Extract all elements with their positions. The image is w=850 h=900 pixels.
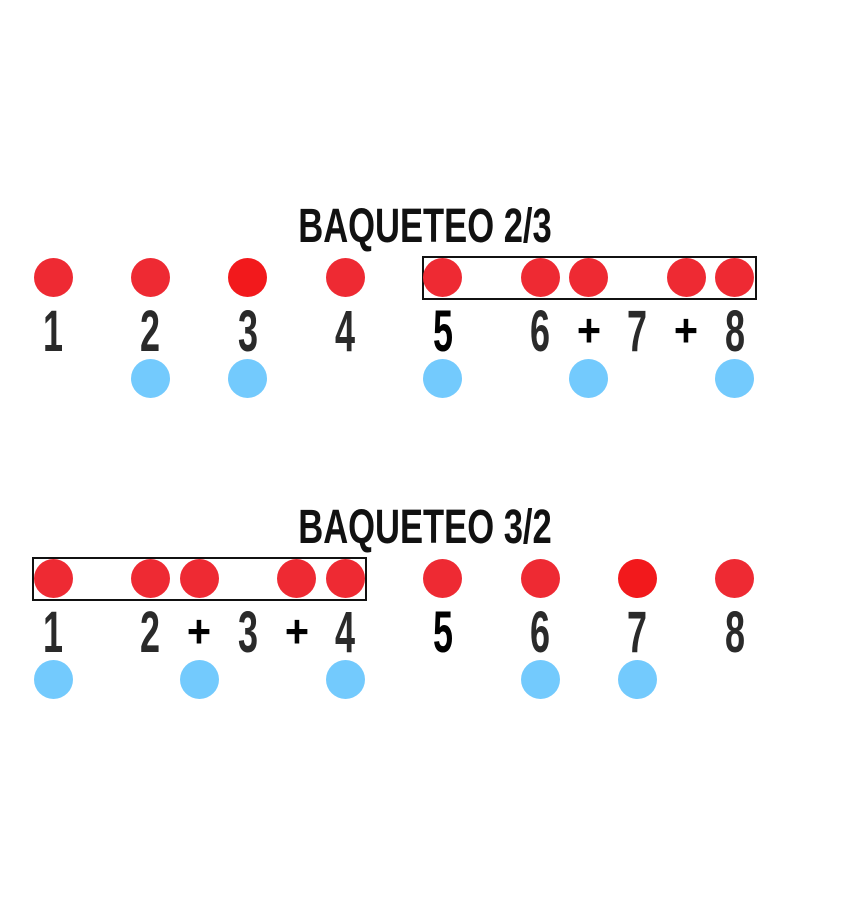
top-stroke-dot — [715, 559, 755, 598]
top-stroke-dot — [520, 559, 560, 598]
clave-box — [421, 256, 757, 300]
beat-number: 7 — [627, 600, 648, 665]
beat-number: 2 — [140, 299, 161, 364]
top-stroke-dot — [666, 258, 706, 297]
top-stroke-dot — [277, 559, 316, 598]
and-count: + — [576, 304, 601, 356]
top-stroke-dot — [617, 559, 657, 598]
bottom-stroke-dot — [423, 359, 463, 398]
bottom-stroke-dot — [715, 359, 755, 398]
top-stroke-dot — [130, 559, 170, 598]
beat-number: 8 — [724, 600, 745, 665]
bottom-stroke-dot — [520, 660, 560, 699]
beat-number: 6 — [529, 299, 550, 364]
bottom-stroke-dot — [33, 660, 73, 699]
beat-number: 4 — [335, 600, 356, 665]
bottom-stroke-dot — [179, 660, 219, 699]
beat-number: 8 — [724, 299, 745, 364]
beat-number: 4 — [335, 299, 356, 364]
and-count: + — [284, 605, 309, 657]
top-stroke-dot — [33, 258, 73, 297]
top-stroke-dot — [520, 258, 560, 297]
top-stroke-dot — [33, 559, 73, 598]
beat-number: 2 — [140, 600, 161, 665]
and-count: + — [674, 304, 699, 356]
beat-number: 3 — [237, 600, 258, 665]
beat-number: 5 — [432, 299, 453, 364]
top-stroke-dot — [325, 258, 365, 297]
top-stroke-dot — [130, 258, 170, 297]
bottom-stroke-dot — [228, 359, 268, 398]
top-stroke-dot — [423, 559, 463, 598]
top-stroke-dot — [569, 258, 609, 297]
beat-number: 5 — [432, 600, 453, 665]
top-stroke-dot — [179, 559, 219, 598]
top-stroke-dot — [715, 258, 755, 297]
section-title: BAQUETEO 3/2 — [298, 501, 552, 554]
beat-number: 3 — [237, 299, 258, 364]
top-stroke-dot — [325, 559, 365, 598]
beat-number: 1 — [42, 299, 63, 364]
top-stroke-dot — [423, 258, 463, 297]
beat-number: 1 — [42, 600, 63, 665]
bottom-stroke-dot — [325, 660, 365, 699]
clave-box — [32, 557, 368, 601]
and-count: + — [187, 605, 212, 657]
top-stroke-dot — [228, 258, 268, 297]
beat-number: 7 — [627, 299, 648, 364]
bottom-stroke-dot — [130, 359, 170, 398]
section-title: BAQUETEO 2/3 — [298, 200, 552, 253]
bottom-stroke-dot — [617, 660, 657, 699]
bottom-stroke-dot — [569, 359, 609, 398]
beat-number: 6 — [529, 600, 550, 665]
